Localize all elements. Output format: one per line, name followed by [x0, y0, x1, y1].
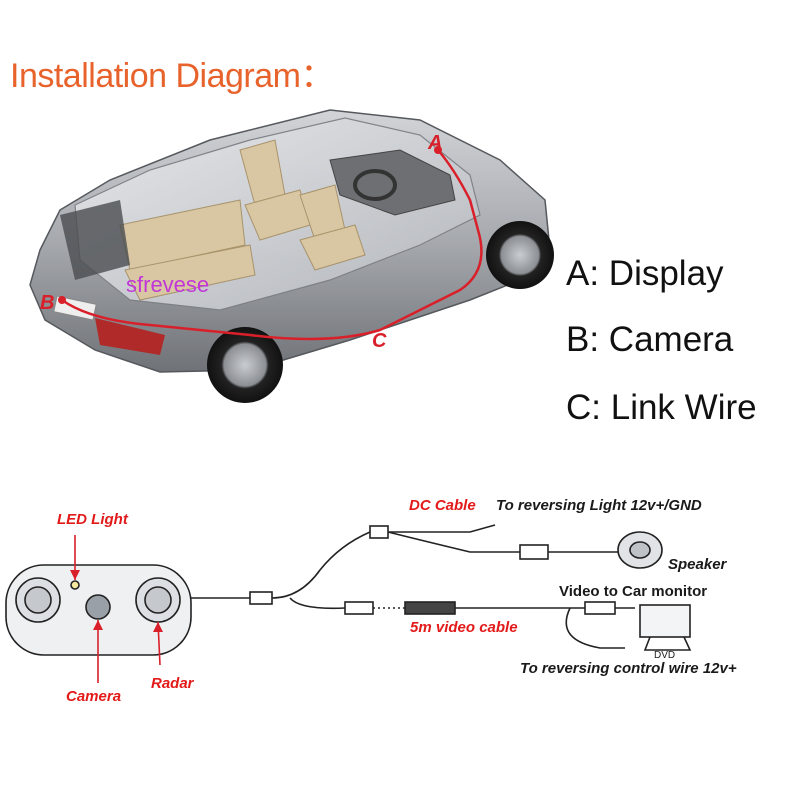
dc-cable-label: DC Cable	[409, 497, 476, 514]
video-cable-label: 5m video cable	[410, 619, 518, 636]
seats	[119, 139, 366, 301]
trunk	[60, 200, 130, 280]
speaker-label: Speaker	[668, 556, 727, 573]
cable-connector-1	[249, 591, 273, 605]
video-connector-left	[344, 601, 374, 615]
page-title: Installation Diagram：	[10, 57, 334, 95]
car-monitor	[639, 604, 691, 638]
display-point	[434, 146, 442, 154]
link-wire-path	[61, 149, 483, 341]
marker-c: C	[372, 330, 387, 352]
rca-plug	[584, 601, 616, 615]
front-wheel	[486, 221, 554, 289]
watermark: sfrevese	[126, 272, 210, 297]
led-light-label: LED Light	[57, 511, 128, 528]
rear-wheel	[207, 327, 283, 403]
dc-connector	[369, 525, 389, 539]
reversing-control-label: To reversing control wire 12v+	[520, 660, 737, 677]
led-light	[70, 580, 80, 590]
dashboard	[329, 149, 456, 216]
video-connector-right	[404, 601, 456, 615]
dvd-label: DVD	[654, 650, 676, 661]
camera-lens	[85, 594, 111, 620]
speaker-plug	[519, 544, 549, 560]
legend-camera: B: Camera	[566, 320, 734, 359]
reversing-light-label: To reversing Light 12v+/GND	[496, 497, 702, 514]
tail-light	[95, 318, 165, 355]
marker-b: B	[40, 292, 55, 314]
steering-wheel	[353, 169, 397, 201]
car-illustration	[29, 109, 554, 403]
camera-point	[58, 296, 66, 304]
legend-link-wire: C: Link Wire	[566, 388, 757, 427]
marker-a: A	[428, 132, 443, 154]
video-to-monitor-label: Video to Car monitor	[559, 583, 708, 600]
camera-label: Camera	[66, 688, 122, 705]
radar-label: Radar	[151, 675, 194, 692]
legend-display: A: Display	[566, 254, 724, 293]
